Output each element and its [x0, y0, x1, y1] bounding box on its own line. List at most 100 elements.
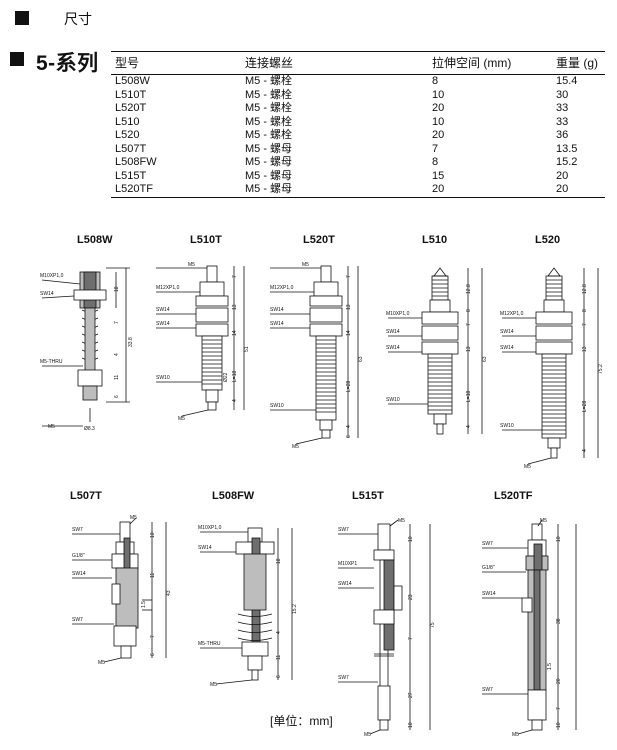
dim-dia-22: Ø22	[223, 372, 229, 382]
cell-stroke: 7	[432, 142, 439, 155]
dim-13: 13	[232, 304, 238, 310]
callout-g1-8: G1/8"	[482, 565, 495, 571]
col-header-thread: 连接螺丝	[235, 51, 420, 75]
dim-7: 7	[556, 707, 562, 710]
table-row: L520T M5 - 螺栓 20 33	[111, 102, 605, 116]
col-header-weight: 重量 (g)	[542, 51, 605, 75]
drawing-label-l508w: L508W	[77, 234, 113, 246]
callout-sw10: SW10	[156, 375, 170, 381]
dim-15-2: 15.2	[292, 604, 298, 614]
dim-7: 7	[582, 323, 588, 326]
dim-4: 4	[114, 353, 120, 356]
cell-model: L520T	[115, 102, 147, 114]
cell-weight: 15.4	[556, 75, 578, 87]
callout-sw14: SW14	[198, 545, 212, 551]
dim-6: 6	[346, 435, 352, 438]
drawing-l510t: M5 M12XP1,0 SW14 SW14 SW10 M5 7 13 14 4 …	[156, 262, 250, 422]
cell-stroke: 20	[420, 183, 542, 198]
unit-note: [单位：mm]	[270, 714, 333, 728]
cell-weight: 33	[556, 115, 569, 128]
drawing-label-l510: L510	[422, 234, 448, 246]
table-row: L508FW M5 - 螺母 8 15.2	[111, 156, 605, 170]
drawing-l520: M12XP1,0 SW14 SW14 SW10 M5 12.8 8 7 13 7…	[500, 267, 604, 470]
cell-model: L515T	[115, 169, 147, 182]
dim-10: 10	[150, 532, 156, 538]
dim-12-8: 12.8	[466, 284, 472, 294]
callout-m10xp1: M10XP1	[338, 561, 357, 567]
cell-weight: 33	[556, 102, 569, 114]
drawing-label-l520tf: L520TF	[494, 490, 533, 502]
callout-m5: M5	[524, 464, 531, 470]
dim-8: 8	[582, 309, 588, 312]
dim-10-bottom: 10	[556, 722, 562, 728]
spec-table: 型号 连接螺丝 拉伸空间 (mm) 重量 (g) L508W M5 - 螺栓 8…	[111, 51, 605, 198]
dim-13: 13	[582, 346, 588, 352]
dim-63: 63	[358, 356, 364, 362]
cell-thread: M5 - 螺栓	[245, 129, 293, 141]
cell-model: L507T	[115, 142, 147, 155]
callout-sw14-b: SW14	[270, 321, 284, 327]
callout-sw7-top: SW7	[482, 541, 493, 547]
callout-m12xp1-0: M12XP1,0	[500, 311, 524, 317]
cell-weight: 20	[542, 183, 605, 198]
callout-m5: M5	[48, 424, 55, 430]
table-header-row: 型号 连接螺丝 拉伸空间 (mm) 重量 (g)	[111, 51, 605, 75]
table-row: L520 M5 - 螺栓 20 36	[111, 129, 605, 143]
dim-20: 20	[556, 678, 562, 684]
drawing-l520t: M5 M12XP1,0 SW14 SW14 SW10 M5 7 13 14 4 …	[270, 262, 364, 450]
cell-model: L520	[115, 129, 140, 141]
callout-sw7-bottom: SW7	[72, 617, 83, 623]
cell-stroke: 10	[432, 115, 445, 128]
dim-43: 43	[166, 590, 172, 596]
drawing-l507t: SW7 M5 G1/8" SW14 SW7 M5 10 11 1.5 43 7 …	[72, 515, 172, 666]
dim-l28: L=28	[582, 401, 588, 412]
dim-33-8: 33.8	[128, 337, 134, 347]
page-title: 尺寸	[64, 11, 92, 27]
dim-4: 4	[346, 425, 352, 428]
cell-stroke: 10	[432, 88, 445, 101]
cell-model: L508FW	[115, 156, 157, 168]
cell-stroke: 20	[432, 129, 445, 141]
dim-1-5: 1.5	[547, 663, 553, 670]
table-row: L508W M5 - 螺栓 8 15.4	[111, 75, 605, 89]
callout-m12xp1-0: M12XP1,0	[156, 285, 180, 291]
dim-11: 11	[150, 573, 156, 578]
dim-51: 51	[244, 346, 250, 352]
cell-weight: 20	[556, 169, 569, 182]
callout-sw10: SW10	[270, 403, 284, 409]
dim-12-8: 12.8	[582, 284, 588, 294]
cell-weight: 15.2	[556, 156, 578, 168]
callout-sw14: SW14	[72, 571, 86, 577]
dim-11: 11	[114, 375, 120, 380]
section-title: 5-系列	[36, 52, 99, 75]
dim-dia-8-3: Ø8.3	[84, 426, 95, 432]
dim-1-5: 1.5	[141, 601, 147, 608]
cell-thread: M5 - 螺母	[245, 169, 293, 182]
dim-13: 13	[466, 346, 472, 352]
cell-weight: 13.5	[556, 142, 578, 155]
callout-sw7-top: SW7	[338, 527, 349, 533]
callout-m5: M5	[210, 682, 217, 688]
cell-stroke: 20	[432, 102, 445, 114]
drawing-label-l508fw: L508FW	[212, 490, 255, 502]
dim-7: 7	[232, 275, 238, 278]
cell-model: L510	[115, 115, 140, 128]
callout-sw14-a: SW14	[386, 329, 400, 335]
drawing-l508fw: M10XP1,0 SW14 M5-THRU M5 18 4 11 15.2 6	[198, 525, 298, 688]
cell-stroke: 15	[432, 169, 445, 182]
cell-weight: 36	[556, 129, 569, 141]
cell-thread: M5 - 螺栓	[245, 102, 293, 114]
cell-stroke: 8	[432, 156, 439, 168]
callout-sw10: SW10	[500, 423, 514, 429]
callout-m5-top: M5	[398, 518, 405, 524]
header-bullet	[15, 11, 29, 25]
callout-m12xp1-0: M12XP1,0	[270, 285, 294, 291]
table-row: L510T M5 - 螺栓 10 30	[111, 89, 605, 103]
callout-m5-bottom: M5	[98, 660, 105, 666]
callout-sw14-a: SW14	[156, 307, 170, 313]
dim-38: 38	[556, 618, 562, 624]
drawing-l510: M10XP1,0 SW14 SW14 SW10 12.8 8 7 13 63 L…	[386, 267, 488, 435]
cell-thread: M5 - 螺母	[245, 142, 293, 155]
callout-m5-top: M5	[188, 262, 195, 268]
cell-thread: M5 - 螺母	[235, 183, 420, 198]
